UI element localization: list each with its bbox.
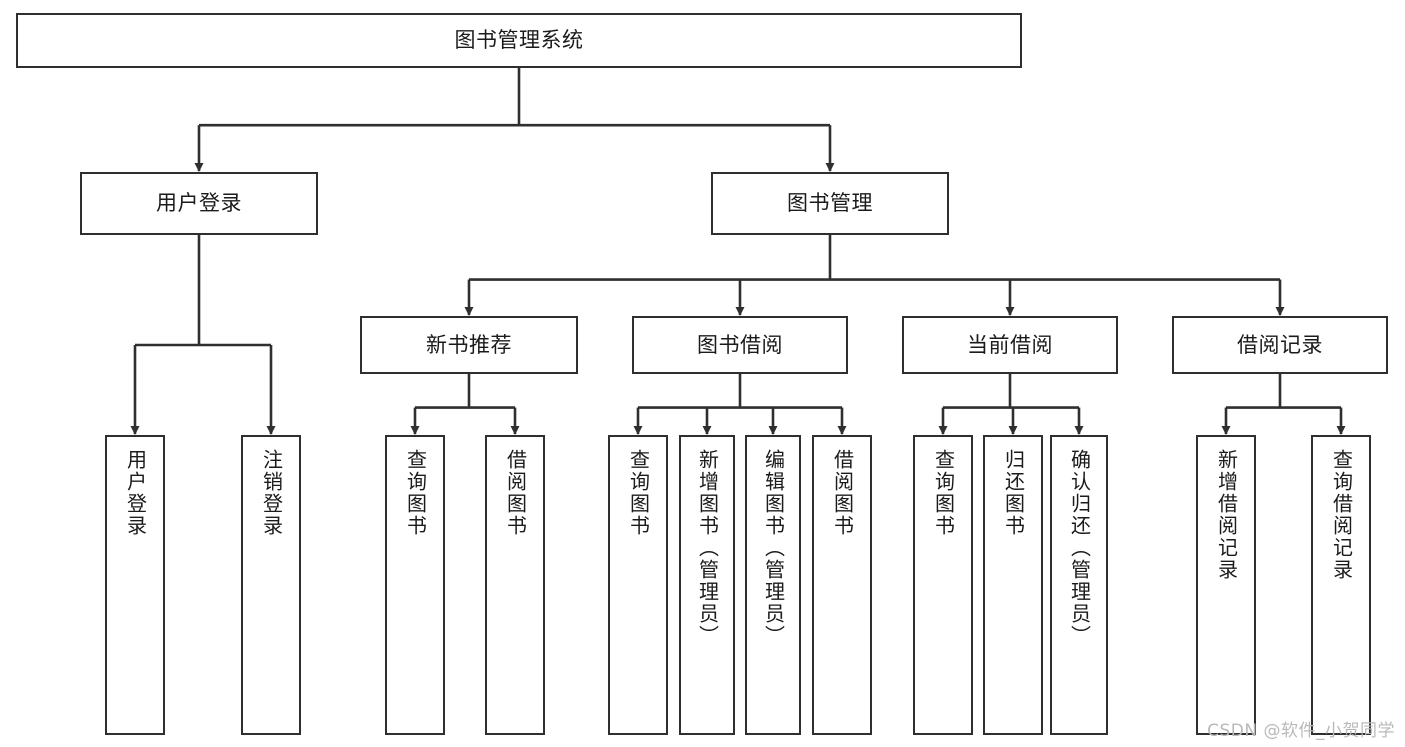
node-box-l-cur-1[interactable]: 查询图书 xyxy=(913,435,973,735)
node-label-n-borrow: 图书借阅 xyxy=(697,332,783,357)
node-label-l-rec-2: 查询借阅记录 xyxy=(1329,449,1354,581)
node-box-l-new-1[interactable]: 查询图书 xyxy=(385,435,445,735)
node-label-l-cur-2: 归还图书 xyxy=(1001,449,1026,537)
node-label-l-new-2: 借阅图书 xyxy=(503,449,528,537)
node-label-l-cur-3: 确认归还（管理员） xyxy=(1067,449,1092,647)
node-box-l-login-2[interactable]: 注销登录 xyxy=(241,435,301,735)
node-label-l-new-1: 查询图书 xyxy=(403,449,428,537)
node-label-n-bookmgr: 图书管理 xyxy=(787,191,873,216)
node-label-n-current: 当前借阅 xyxy=(967,332,1053,357)
node-label-l-bor-3: 编辑图书（管理员） xyxy=(761,449,786,647)
node-box-l-rec-2[interactable]: 查询借阅记录 xyxy=(1311,435,1371,735)
node-label-l-bor-1: 查询图书 xyxy=(626,449,651,537)
node-label-l-cur-1: 查询图书 xyxy=(931,449,956,537)
node-box-l-cur-3[interactable]: 确认归还（管理员） xyxy=(1050,435,1108,735)
node-box-l-rec-1[interactable]: 新增借阅记录 xyxy=(1196,435,1256,735)
node-label-n-newbook: 新书推荐 xyxy=(426,332,512,357)
node-label-root: 图书管理系统 xyxy=(454,28,584,53)
watermark-text: CSDN @软件_小贺同学 xyxy=(1207,721,1395,741)
node-box-n-newbook[interactable]: 新书推荐 xyxy=(360,316,578,374)
node-label-l-login-2: 注销登录 xyxy=(259,449,284,537)
node-box-n-record[interactable]: 借阅记录 xyxy=(1172,316,1388,374)
node-box-n-login[interactable]: 用户登录 xyxy=(80,172,318,235)
node-box-n-bookmgr[interactable]: 图书管理 xyxy=(711,172,949,235)
node-box-l-bor-2[interactable]: 新增图书（管理员） xyxy=(679,435,735,735)
node-box-n-borrow[interactable]: 图书借阅 xyxy=(632,316,848,374)
node-box-l-new-2[interactable]: 借阅图书 xyxy=(485,435,545,735)
node-box-l-login-1[interactable]: 用户登录 xyxy=(105,435,165,735)
node-box-l-bor-4[interactable]: 借阅图书 xyxy=(812,435,872,735)
node-label-n-record: 借阅记录 xyxy=(1237,332,1323,357)
node-label-l-rec-1: 新增借阅记录 xyxy=(1214,449,1239,581)
node-box-l-bor-1[interactable]: 查询图书 xyxy=(608,435,668,735)
node-box-l-bor-3[interactable]: 编辑图书（管理员） xyxy=(745,435,801,735)
node-label-n-login: 用户登录 xyxy=(156,191,242,216)
node-box-l-cur-2[interactable]: 归还图书 xyxy=(983,435,1043,735)
node-box-n-current[interactable]: 当前借阅 xyxy=(902,316,1118,374)
node-box-root[interactable]: 图书管理系统 xyxy=(16,13,1022,68)
node-label-l-login-1: 用户登录 xyxy=(123,449,148,537)
node-label-l-bor-4: 借阅图书 xyxy=(830,449,855,537)
node-label-l-bor-2: 新增图书（管理员） xyxy=(695,449,720,647)
